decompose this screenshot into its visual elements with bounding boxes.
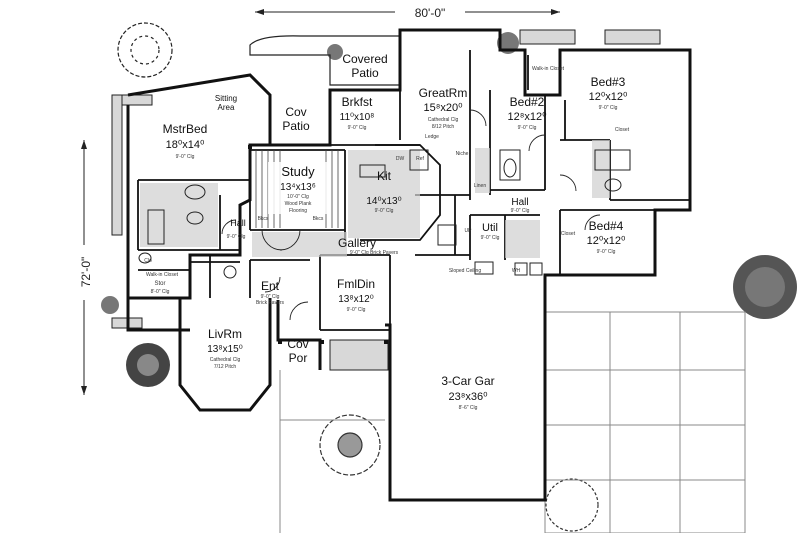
- cov-patio-label-2: Patio: [282, 119, 310, 133]
- columns: [248, 145, 388, 344]
- bookcase-left-label: Bkcs: [258, 216, 269, 222]
- sloped-ceiling-label: Sloped Ceiling: [449, 268, 481, 274]
- walk-in-closet-bed3-label: Walk-in Closet: [532, 66, 565, 72]
- bookcase-right-label: Bkcs: [313, 216, 324, 222]
- great-room-note: Cathedral Clg: [428, 117, 459, 123]
- covered-patio-label-2: Patio: [351, 66, 379, 80]
- garage-size: 23⁸x36⁰: [448, 391, 488, 403]
- overall-depth-label: 72'-0": [79, 257, 93, 288]
- covered-patio-label: Covered: [342, 52, 387, 66]
- bed3-note: 9'-0" Clg: [599, 105, 618, 111]
- liv-rm-note: Cathedral Clg: [210, 357, 241, 363]
- ent-label: Ent: [261, 279, 280, 293]
- cov-patio-label: Cov: [285, 105, 306, 119]
- master-bed-note: 9'-0" Clg: [176, 154, 195, 160]
- tree-icon: [319, 414, 381, 476]
- closet-bed3-label: Closet: [615, 127, 630, 133]
- shrub-icon: [545, 478, 599, 532]
- great-room-pitch: 8/12 Pitch: [432, 124, 454, 130]
- fml-din-note: 9'-0" Clg: [347, 307, 366, 313]
- sitting-area-label: Sitting: [215, 94, 237, 103]
- master-bed-label: MstrBed: [163, 122, 208, 136]
- niche-label: Niche: [456, 151, 469, 157]
- storage-note: 8'-0" Clg: [151, 289, 170, 295]
- planter-bed: [111, 29, 661, 371]
- closet-bed4-label: Closet: [561, 231, 576, 237]
- master-bed-size: 18⁰x14⁰: [166, 139, 205, 151]
- study-note-ceiling: 10'-0" Clg: [287, 194, 309, 200]
- interior-walls: [137, 50, 690, 331]
- bed4-label: Bed#4: [589, 219, 624, 233]
- kit-label: Kit: [377, 169, 392, 183]
- hall-west-note: 9'-0" Clg: [227, 234, 246, 240]
- ent-note: 9'-0" Clg: [261, 294, 280, 300]
- study-label-backdrop: [268, 162, 330, 214]
- bed4-size: 12⁰x12⁰: [587, 235, 626, 247]
- gallery-note: 9'-0" Clg Brick Pavers: [350, 250, 399, 256]
- shrub-icon: [733, 255, 797, 319]
- bed2-note: 9'-0" Clg: [518, 125, 537, 131]
- fixtures: [138, 149, 631, 279]
- ledge-label: Ledge: [425, 134, 439, 140]
- kit-note: 9'-0" Clg: [375, 208, 394, 214]
- shrub-icon: [117, 22, 173, 78]
- cov-por-label: Cov: [287, 337, 308, 351]
- liv-rm-pitch: 7/12 Pitch: [214, 364, 236, 370]
- covered-patio-pad: [249, 35, 401, 86]
- garage-note: 8'-6" Clg: [459, 405, 478, 411]
- bed3-size: 12⁰x12⁰: [589, 91, 628, 103]
- sitting-area-label-2: Area: [218, 103, 235, 112]
- util-label: Util: [482, 222, 498, 234]
- overall-width-label: 80'-0": [415, 6, 446, 20]
- storage-label: Stor: [154, 281, 165, 287]
- overall-depth-dimension: 72'-0": [79, 140, 93, 395]
- study-size: 13⁴x13⁶: [280, 182, 316, 193]
- linen-label: Linen: [474, 183, 486, 189]
- util-note: 9'-0" Clg: [481, 235, 500, 241]
- study-note-floor-2: Flooring: [289, 208, 307, 214]
- ent-note-2: Brick Pavers: [256, 300, 285, 306]
- cov-por-label-2: Por: [289, 351, 308, 365]
- brkfst-label: Brkfst: [342, 95, 373, 109]
- bed3-label: Bed#3: [591, 75, 626, 89]
- liv-rm-label: LivRm: [208, 327, 242, 341]
- brkfst-note: 9'-0" Clg: [348, 125, 367, 131]
- bed2-size: 12⁸x12⁰: [507, 111, 547, 123]
- bed2-label: Bed#2: [510, 95, 545, 109]
- bed4-note: 9'-0" Clg: [597, 249, 616, 255]
- fml-din-size: 13⁸x12⁰: [338, 294, 373, 305]
- door-swings: [221, 109, 601, 321]
- liv-rm-size: 13⁸x15⁰: [207, 344, 242, 355]
- dw-label: DW: [396, 156, 405, 162]
- walk-in-closet-label: Walk-in Closet: [146, 272, 179, 278]
- gallery-label: Gallery: [338, 236, 376, 250]
- hall-east-label: Hall: [511, 197, 528, 208]
- hall-west-label: Hall: [230, 218, 246, 228]
- brkfst-size: 11⁰x10⁸: [340, 112, 375, 123]
- overall-width-dimension: 80'-0": [255, 6, 560, 20]
- great-room-size: 15⁸x20⁰: [423, 102, 463, 114]
- shrub-icon: [126, 343, 170, 387]
- stair-up-label: UP: [465, 228, 473, 234]
- water-heater-label: WH: [512, 268, 521, 274]
- closet-label: Clo: [144, 258, 152, 264]
- exterior-walls: [126, 28, 692, 502]
- ref-label: Ref: [416, 156, 424, 162]
- hall-east-note: 9'-0" Clg: [511, 208, 530, 214]
- great-room-label: GreatRm: [419, 86, 468, 100]
- garage-label: 3-Car Gar: [441, 374, 494, 388]
- fml-din-label: FmlDin: [337, 277, 375, 291]
- kit-size: 14⁰x13⁰: [366, 196, 401, 207]
- study-label: Study: [281, 164, 315, 179]
- study-note-floor: Wood Plank: [285, 201, 312, 207]
